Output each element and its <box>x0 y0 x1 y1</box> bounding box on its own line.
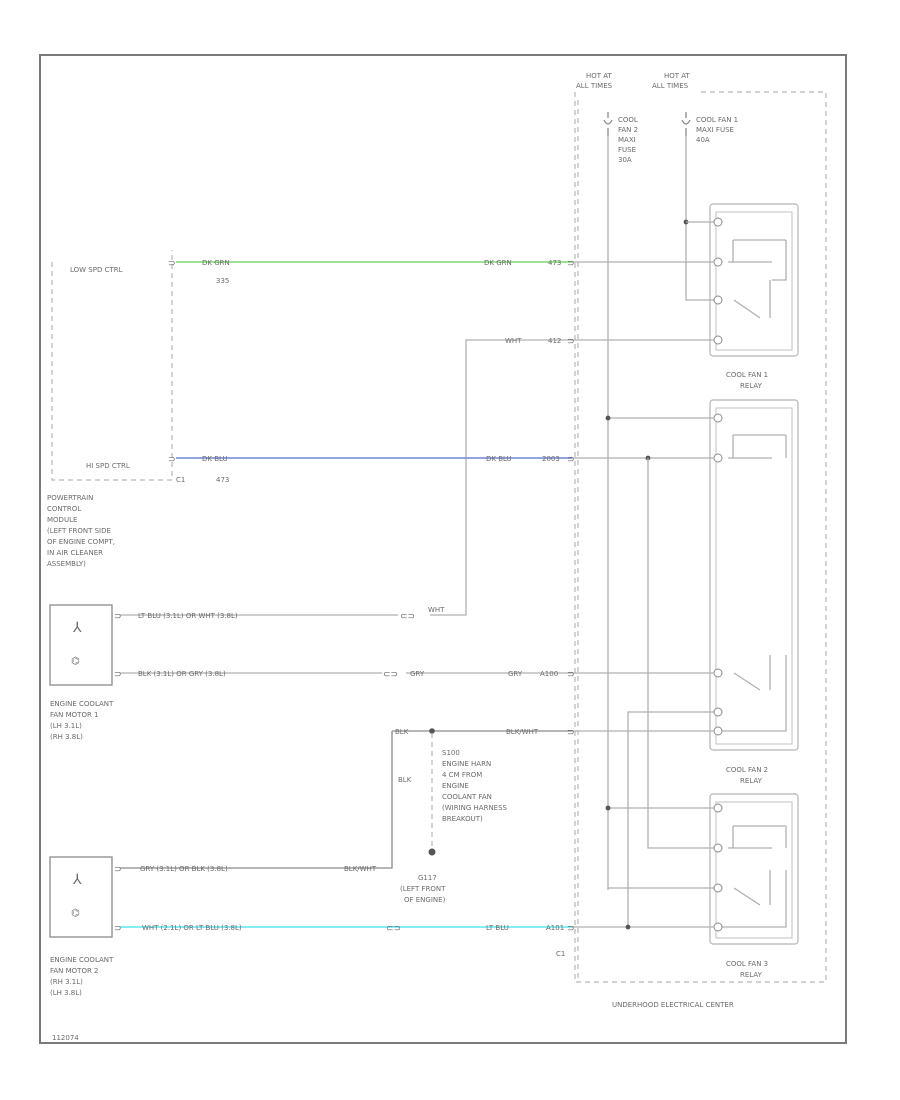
svg-text:⊃: ⊃ <box>168 455 176 465</box>
splice-note: S100 ENGINE HARN 4 CM FROM ENGINE COOLAN… <box>442 749 509 823</box>
svg-text:⊃: ⊃ <box>114 670 122 680</box>
diagram-frame <box>39 54 847 1044</box>
fan-motor-1-label: ENGINE COOLANT FAN MOTOR 1 (LH 3.1L) (RH… <box>50 700 116 741</box>
wire-motor1-lower-label: BLK (3.1L) OR GRY (3.8L) <box>138 670 226 678</box>
svg-text:⊃: ⊃ <box>114 865 122 875</box>
wire-dk-blu-num-left: 473 <box>216 476 229 484</box>
cool-fan-1-relay-label: COOL FAN 1 RELAY <box>726 371 770 390</box>
wire-wht-num-right: 412 <box>548 337 561 345</box>
footer-code: 112074 <box>52 1034 79 1042</box>
wire-blk-wht-label: BLK/WHT <box>506 728 539 736</box>
wire-dk-blu-label-right: DK BLU <box>486 455 512 463</box>
uec-name: UNDERHOOD ELECTRICAL CENTER <box>612 1001 734 1009</box>
svg-text:⊂⊃: ⊂⊃ <box>386 924 401 934</box>
svg-text:⊂⊃: ⊂⊃ <box>383 670 398 680</box>
svg-text:⌬: ⌬ <box>71 908 80 919</box>
wire-wht-label-right: WHT <box>505 337 522 345</box>
wire-blk-vert-label: BLK <box>398 776 412 784</box>
uec-fuse-2: COOL FAN 1 MAXI FUSE 40A <box>696 116 740 144</box>
wire-lt-blu-label: LT BLU <box>486 924 509 932</box>
uec-hot-2: HOT AT ALL TIMES <box>652 72 692 90</box>
cool-fan-3-relay-label: COOL FAN 3 RELAY <box>726 960 770 979</box>
svg-text:⊃: ⊃ <box>114 612 122 622</box>
wire-lt-blu-num: A101 <box>546 924 564 932</box>
wire-wht-a12 <box>120 339 572 616</box>
wire-gry-num-right: A100 <box>540 670 558 678</box>
pcm-name: POWERTRAIN CONTROL MODULE (LEFT FRONT SI… <box>47 494 117 568</box>
wire-blk-wht-left: BLK <box>395 728 409 736</box>
svg-text:⊂⊃: ⊂⊃ <box>400 612 415 622</box>
ground-label: G117 (LEFT FRONT OF ENGINE) <box>400 874 448 904</box>
uec-connector-pins: ⊃ ⊃ ⊃ ⊃ ⊃ ⊃ ⊃ ⊃ ⊃ ⊃ ⊃ ⊃ <box>114 259 575 934</box>
svg-text:⊃: ⊃ <box>168 259 176 269</box>
cool-fan-2-relay: COOL FAN 2 RELAY <box>709 399 799 785</box>
svg-text:⊃: ⊃ <box>567 670 575 680</box>
fan-motor-1: ⅄ ⌬ ENGINE COOLANT FAN MOTOR 1 (LH 3.1L)… <box>49 604 116 741</box>
wire-motor1-upper-short: WHT <box>428 606 445 614</box>
wire-motor2-lower-label: WHT (2.1L) OR LT BLU (3.8L) <box>142 924 242 932</box>
fan-motor-2: ⅄ ⌬ ENGINE COOLANT FAN MOTOR 2 (RH 3.1L)… <box>49 856 116 997</box>
svg-text:⅄: ⅄ <box>72 620 82 636</box>
uec-fuse-1: COOL FAN 2 MAXI FUSE 30A <box>618 116 640 164</box>
fan-motor-2-label: ENGINE COOLANT FAN MOTOR 2 (RH 3.1L) (LH… <box>50 956 116 997</box>
wire-dk-grn-num-right: 473 <box>548 259 561 267</box>
svg-text:⅄: ⅄ <box>72 872 82 888</box>
wire-dk-grn-label-right: DK GRN <box>484 259 512 267</box>
wire-motor1-lower-short: GRY <box>410 670 425 678</box>
cool-fan-2-relay-label: COOL FAN 2 RELAY <box>726 766 770 785</box>
svg-text:⊃: ⊃ <box>567 337 575 347</box>
underhood-electrical-center: HOT AT ALL TIMES HOT AT ALL TIMES COOL F… <box>556 72 827 1009</box>
svg-text:⌬: ⌬ <box>71 656 80 667</box>
wire-motor2-upper-short: BLK/WHT <box>344 865 377 873</box>
uec-connector: C1 <box>556 950 565 958</box>
uec-hot-1: HOT AT ALL TIMES <box>576 72 614 90</box>
wire-dk-grn-label-left: DK GRN <box>202 259 230 267</box>
wire-blk-wht <box>120 730 572 869</box>
wire-dk-blu-label-left: DK BLU <box>202 455 228 463</box>
wire-dk-grn-num-left: 335 <box>216 277 229 285</box>
wire-motor1-upper-label: LT BLU (3.1L) OR WHT (3.8L) <box>138 612 238 620</box>
pcm-hi-spd-label: HI SPD CTRL <box>86 462 130 470</box>
svg-text:⊃: ⊃ <box>567 259 575 269</box>
svg-text:⊃: ⊃ <box>567 728 575 738</box>
pcm-low-spd-label: LOW SPD CTRL <box>70 266 123 274</box>
pcm-module: LOW SPD CTRL HI SPD CTRL C1 POWERTRAIN C… <box>47 250 185 568</box>
cool-fan-1-relay: COOL FAN 1 RELAY <box>709 203 799 390</box>
wire-motor2-upper-label: GRY (3.1L) OR BLK (3.8L) <box>140 865 228 873</box>
cool-fan-3-relay: COOL FAN 3 RELAY <box>709 793 799 979</box>
pcm-connector-label: C1 <box>176 476 185 484</box>
wire-gry-label-right: GRY <box>508 670 523 678</box>
svg-text:⊃: ⊃ <box>114 924 122 934</box>
svg-text:⊃: ⊃ <box>567 924 575 934</box>
svg-text:⊃: ⊃ <box>567 455 575 465</box>
wire-dk-blu-num-right: 2003 <box>542 455 560 463</box>
